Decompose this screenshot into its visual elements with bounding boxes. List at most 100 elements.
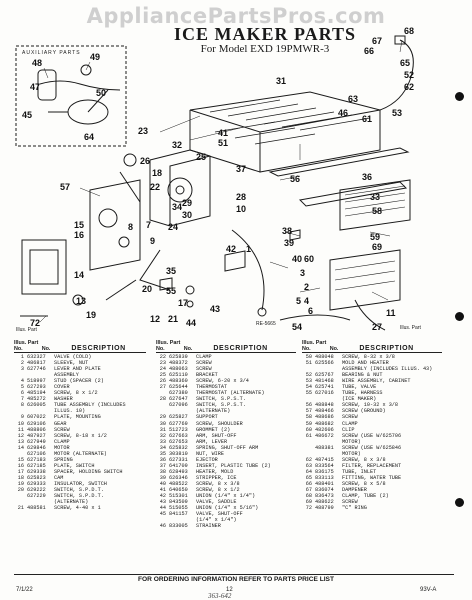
part-description: SCREW, 8-18 x 1/2 [54, 432, 107, 439]
callout-52: 52 [404, 70, 414, 80]
part-description: STRIPPER, ICE [196, 474, 237, 481]
punch-hole-middle [455, 312, 464, 321]
part-number: 488806 [27, 426, 46, 433]
illus-number: 51 [305, 360, 312, 367]
callout-51: 51 [218, 138, 228, 148]
illus-number: 12 [17, 432, 24, 439]
illus-number: 2 [20, 360, 24, 367]
header-description: DESCRIPTION [71, 345, 126, 352]
motor-assembly [21, 239, 67, 295]
part-description: (1/4" x 1/4") [196, 517, 237, 524]
callout-32: 32 [172, 140, 182, 150]
handwritten-note: 363-642 [208, 592, 232, 600]
illus-number: 72 [305, 505, 312, 512]
illus-number: 16 [17, 462, 24, 469]
part-description: VALVE, SHUT-OFF [196, 511, 243, 518]
callout-66: 66 [364, 46, 374, 56]
footer-date: 7/1/22 [16, 587, 33, 593]
part-description: "C" RING [342, 505, 367, 512]
part-number: 629106 [27, 420, 46, 427]
part-number: 841157 [169, 511, 188, 518]
header-no: No. [14, 346, 23, 352]
part-description: SLEEVE, NUT [54, 360, 89, 367]
callout-60: 60 [304, 254, 314, 264]
page-title: ICE MAKER PARTS [173, 24, 357, 44]
callout-39: 39 [284, 238, 294, 248]
callout-44: 44 [186, 318, 196, 328]
illus-part-label-right: Illus. Part [400, 325, 421, 331]
illus-number: 54 [305, 384, 312, 391]
part-description: UNION (1/4" x 5/16") [196, 505, 259, 512]
part-number: 640650 [169, 487, 188, 494]
table-row: (ICE MAKER) [302, 396, 442, 402]
callout-53: 53 [392, 108, 402, 118]
header-illus: Illus. [156, 340, 169, 346]
part-description: SCREW (USE W/625846 [342, 444, 402, 451]
part-description: LEVER AND PLATE [54, 366, 101, 373]
part-number: 515301 [169, 493, 188, 500]
illus-number: 27 [159, 384, 166, 391]
auxiliary-parts-box [15, 45, 127, 147]
part-description: SCREW [196, 366, 212, 373]
part-number: 627663 [169, 432, 188, 439]
part-number: 488372 [169, 360, 188, 367]
callout-13: 13 [76, 296, 86, 306]
callout-49: 49 [90, 52, 100, 62]
header-no-2: No. [329, 346, 339, 352]
part-number: 625839 [169, 354, 188, 360]
illus-number: 63 [305, 462, 312, 469]
part-description: SCREW, 4-40 x 1 [54, 505, 101, 512]
part-number: 482606 [315, 426, 334, 433]
callout-2: 2 [304, 282, 309, 292]
part-number: 488622 [315, 499, 334, 506]
part-description: TUBE, INLET [342, 468, 377, 475]
part-number: 488360 [169, 378, 188, 385]
part-description: GEAR [54, 420, 67, 427]
callout-9: 9 [150, 236, 155, 246]
part-description: COVER [54, 384, 70, 391]
callout-69: 69 [372, 242, 382, 252]
part-number: 303810 [169, 450, 188, 457]
part-description: SCREW, 8-32 x 3/8 [342, 354, 395, 360]
part-number: 627380 [169, 390, 188, 397]
model-subtitle: For Model EXD 19PMWR-3 [200, 43, 330, 55]
part-number: 486817 [27, 360, 46, 367]
illus-number: 33 [159, 438, 166, 445]
part-description: INSULATOR, SWITCH [54, 480, 107, 487]
part-description: MOLD AND HEATER [342, 360, 389, 367]
callout-27: 27 [372, 322, 382, 332]
table-header: Illus. Part No. No. DESCRIPTION [302, 340, 442, 352]
part-description: THERMOSTAT [196, 384, 228, 391]
part-number: 627647 [169, 396, 188, 403]
part-description: SPRING, SHUT-OFF ARM [196, 444, 259, 451]
part-description: BEARING & NUT [342, 372, 383, 379]
part-number: 629333 [27, 480, 46, 487]
illus-number: 29 [159, 414, 166, 421]
callout-22: 22 [150, 182, 160, 192]
callout-36: 36 [362, 172, 372, 182]
part-number: 641709 [169, 462, 188, 469]
illus-number: 42 [159, 493, 166, 500]
mold-heater-assembly [329, 249, 401, 311]
part-description: ARM, SHUT-OFF [196, 432, 237, 439]
thermostat [224, 250, 246, 272]
part-description: SCREW, 8 x 5/8 [342, 480, 386, 487]
callout-19: 19 [86, 310, 96, 320]
table-row: ASSEMBLY [14, 372, 146, 378]
table-header: Illus. Part No. No. DESCRIPTION [14, 340, 146, 352]
part-number: 632327 [27, 354, 46, 360]
